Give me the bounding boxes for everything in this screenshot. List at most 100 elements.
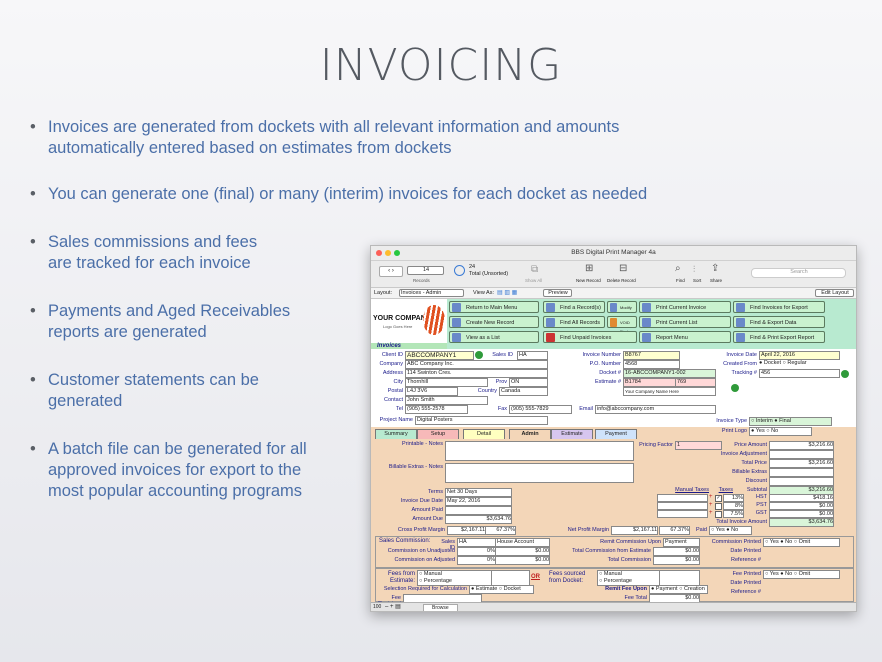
prov-field[interactable]: ON [509,378,548,387]
estimate-field[interactable]: B1784 [623,378,676,387]
record-number-field[interactable]: 14 [407,266,444,275]
city-field[interactable]: Thornhill [405,378,488,387]
zoom-level[interactable]: 100 [373,604,382,610]
contact-field[interactable]: John Smith [405,396,488,405]
estimate-b-field[interactable]: 769 [675,378,716,387]
find-export-data-button[interactable]: Find & Export Data [733,316,825,328]
find-records-button[interactable]: Find a Record(s) [543,301,605,313]
remit-comm-field[interactable]: Payment [663,538,700,547]
client-id-field[interactable]: ABCCOMPANY1 [405,351,474,360]
bullet-line: are tracked for each invoice [48,254,251,272]
project-name-field[interactable]: Digital Posters [415,416,548,425]
tab-estimate[interactable]: Estimate [551,429,593,439]
preview-button[interactable]: Preview [543,289,572,297]
tab-summary[interactable]: Summary [375,429,417,439]
go-client-icon[interactable] [475,351,483,359]
price-value[interactable] [769,477,834,486]
terms-field[interactable]: Net 30 Days [445,488,512,497]
po-number-field[interactable]: 4568 [623,360,680,369]
billable-notes-field[interactable] [445,463,634,483]
company-field[interactable]: ABC Company Inc. [405,360,548,369]
radio-yes: Yes [769,571,779,577]
delete-record-icon[interactable]: ⊟ [619,263,628,274]
record-nav-arrows[interactable]: ‹ › [379,266,403,277]
price-value[interactable] [769,468,834,477]
manual-tax-field[interactable] [657,494,708,502]
sort-icon[interactable]: ⫶ [693,264,696,274]
create-new-record-button[interactable]: Create New Record [449,316,539,328]
printable-notes-field[interactable] [445,441,634,461]
tax-checkbox[interactable] [715,511,722,518]
fee-printed-radio[interactable]: ○ Yes ● No ○ Omit [763,570,840,579]
share-icon[interactable]: ⇪ [711,263,720,274]
modify-last-find-button[interactable]: Modify Last Find [607,301,637,334]
postal-field[interactable]: L4J 3V6 [405,387,458,396]
due-date-field[interactable]: May 22, 2016 [445,497,512,506]
tel-field[interactable]: (905) 555-2578 [405,405,468,414]
paid-flag-radio[interactable]: ○ Yes ● No [709,526,752,535]
print-current-invoice-button[interactable]: Print Current Invoice [639,301,731,313]
mode-indicator[interactable]: Browse [423,604,458,611]
tax-checkbox[interactable] [715,503,722,510]
manual-tax-field[interactable] [657,502,708,510]
search-input[interactable]: Search [751,268,846,278]
fees-from-radio[interactable]: ○ Manual○ Percentage [417,570,492,586]
tax-checkbox[interactable]: ✓ [715,495,722,502]
comm-adjusted-pct[interactable]: 0% [457,556,496,565]
view-form-icon[interactable]: ▤ ▥ ▦ [497,290,518,296]
show-all-icon[interactable]: ⧉ [531,264,539,275]
close-button[interactable] [376,250,382,256]
email-field[interactable]: info@abccompany.com [595,405,716,414]
country-field[interactable]: Canada [499,387,548,396]
fees-sourced-radio[interactable]: ○ Manual○ Percentage [597,570,660,586]
sales-id-field[interactable]: HA [517,351,548,360]
price-value[interactable] [769,450,834,459]
go-tracking-icon[interactable] [841,370,849,378]
view-as-list-button[interactable]: View as a List [449,331,539,343]
zoom-controls-icon[interactable]: – + ▤ [385,604,401,610]
remit-fee-radio[interactable]: ● Payment ○ Creation [649,585,708,594]
tax-rate[interactable]: 13% [723,494,744,502]
fees-from-value[interactable] [491,570,530,586]
tab-setup[interactable]: Setup [417,429,459,439]
find-icon[interactable]: ⌕ [675,263,681,274]
pricing-factor-field[interactable]: 1 [675,441,722,450]
find-invoices-export-button[interactable]: Find Invoices for Export [733,301,825,313]
zoom-button[interactable] [394,250,400,256]
return-main-menu-button[interactable]: Return to Main Menu [449,301,539,313]
comm-unadjusted-pct[interactable]: 0% [457,547,496,556]
selection-required-radio[interactable]: ● Estimate ○ Docket [469,585,534,594]
minimize-button[interactable] [385,250,391,256]
invoice-type-radio[interactable]: ○ Interim ● Final [749,417,832,426]
find-all-records-button[interactable]: Find All Records [543,316,605,328]
tab-payment[interactable]: Payment [595,429,637,439]
print-logo-radio[interactable]: ● Yes ○ No [749,427,812,436]
price-value[interactable]: $3,216.60 [769,441,834,450]
records-label: Records [413,278,430,283]
layout-select[interactable]: Invoices - Admin [399,289,464,297]
void-record-button[interactable]: VOID Record [607,316,637,337]
created-from-radio[interactable]: ● Docket ○ Regular [759,360,807,366]
manual-tax-field[interactable] [657,510,708,518]
tab-detail[interactable]: Detail [463,429,505,439]
invoice-number-field[interactable]: B8767 [623,351,680,360]
comm-printed-radio[interactable]: ○ Yes ● No ○ Omit [763,538,840,547]
invoice-date-field[interactable]: April 22, 2016 [759,351,840,360]
go-docket-icon[interactable] [731,384,739,392]
new-record-icon[interactable]: ⊞ [585,263,594,274]
tab-admin[interactable]: Admin [509,429,551,439]
edit-layout-button[interactable]: Edit Layout [815,289,854,297]
tax-rate[interactable]: 7.5% [723,510,744,518]
docket-field[interactable]: 16-ABCCOMPANY1-002 [623,369,716,378]
find-unpaid-invoices-button[interactable]: Find Unpaid Invoices [543,331,637,343]
report-menu-button[interactable]: Report Menu [639,331,731,343]
tracking-field[interactable]: 456 [759,369,840,378]
find-print-export-report-button[interactable]: Find & Print Export Report [733,331,825,343]
price-value[interactable]: $3,216.60 [769,459,834,468]
print-current-list-button[interactable]: Print Current List [639,316,731,328]
tax-rate[interactable]: 8% [723,502,744,510]
address-field[interactable]: 114 Swinton Cres. [405,369,548,378]
comm-sales-id-field[interactable]: HA [457,538,496,547]
fees-sourced-value[interactable] [659,570,700,586]
fax-field[interactable]: (905) 555-7829 [509,405,572,414]
